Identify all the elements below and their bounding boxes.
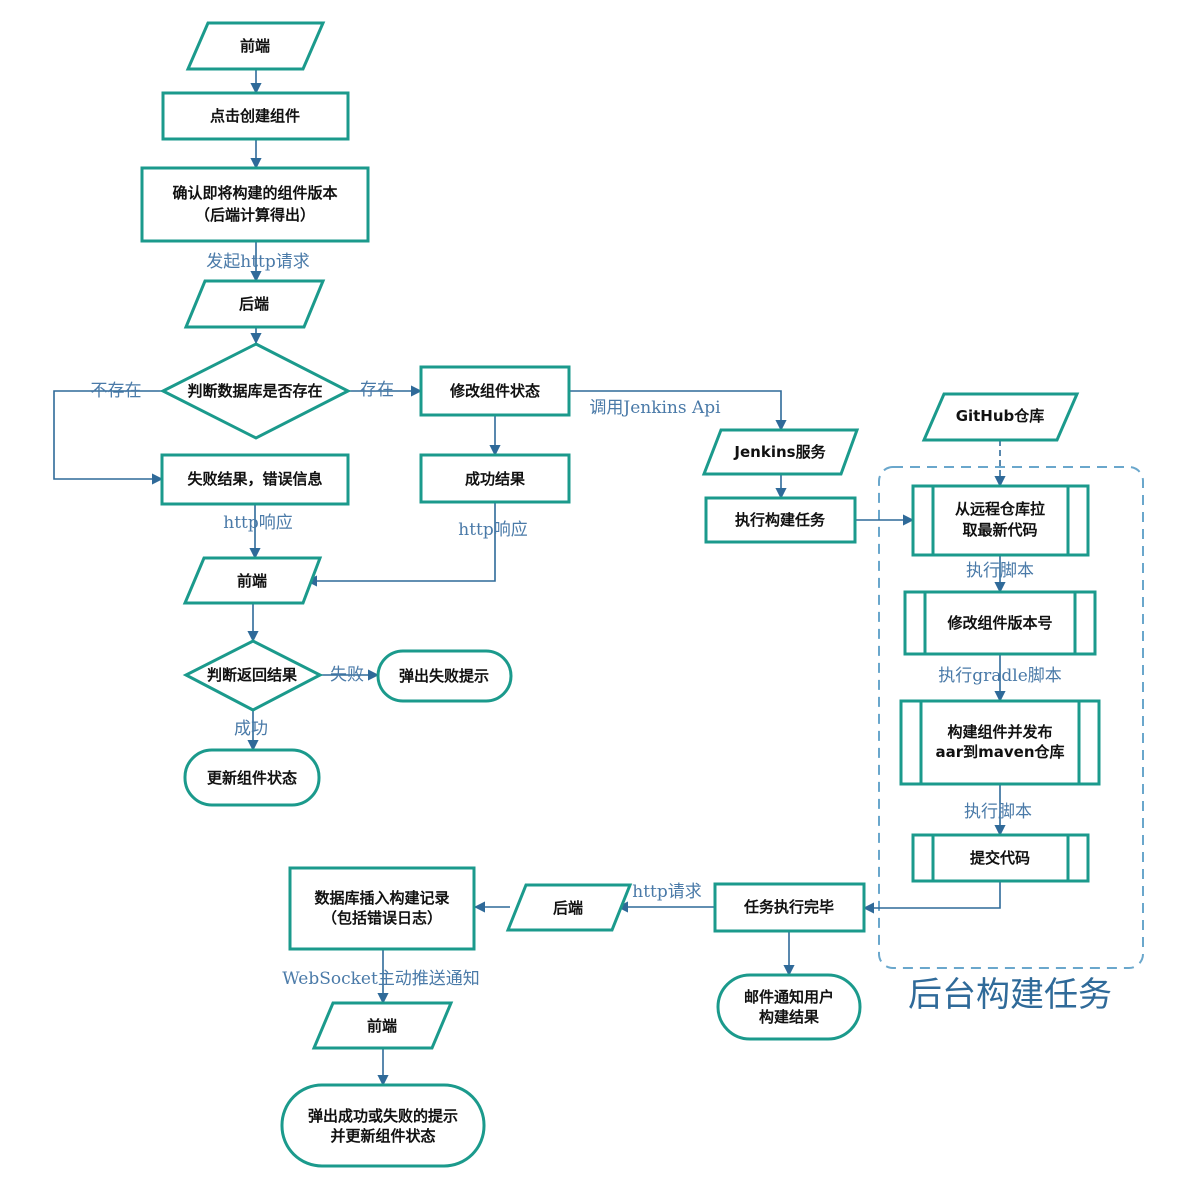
svg-text:邮件通知用户: 邮件通知用户 — [744, 988, 834, 1006]
node-email-notify: 邮件通知用户 构建结果 — [716, 973, 862, 1041]
node-success-result: 成功结果 — [419, 453, 571, 504]
node-exec-build: 执行构建任务 — [704, 496, 857, 544]
node-jenkins-service: Jenkins服务 — [701, 428, 860, 476]
label-success: 成功 — [234, 719, 268, 739]
svg-text:前端: 前端 — [237, 572, 267, 590]
svg-text:更新组件状态: 更新组件状态 — [207, 769, 297, 787]
svg-text:判断返回结果: 判断返回结果 — [207, 666, 298, 684]
node-popup-final: 弹出成功或失败的提示 并更新组件状态 — [280, 1083, 486, 1168]
node-check-result: 判断返回结果 — [182, 639, 324, 712]
node-pull-code: 从远程仓库拉 取最新代码 — [911, 484, 1090, 557]
svg-text:确认即将构建的组件版本: 确认即将构建的组件版本 — [172, 184, 337, 202]
svg-text:取最新代码: 取最新代码 — [962, 521, 1037, 539]
build-task-group — [878, 466, 1144, 969]
svg-text:修改组件状态: 修改组件状态 — [449, 382, 540, 400]
svg-text:弹出失败提示: 弹出失败提示 — [399, 667, 489, 685]
svg-text:点击创建组件: 点击创建组件 — [210, 107, 300, 125]
svg-text:判断数据库是否存在: 判断数据库是否存在 — [187, 382, 322, 400]
svg-text:构建组件并发布: 构建组件并发布 — [947, 723, 1052, 741]
svg-text:失败结果，错误信息: 失败结果，错误信息 — [187, 470, 322, 488]
node-confirm-version: 确认即将构建的组件版本 （后端计算得出） — [140, 166, 370, 243]
label-http-resp-2: http响应 — [458, 520, 528, 540]
svg-text:Jenkins服务: Jenkins服务 — [733, 443, 826, 461]
edges — [53, 69, 1006, 1087]
node-fail-result: 失败结果，错误信息 — [160, 453, 350, 506]
svg-text:任务执行完毕: 任务执行完毕 — [743, 898, 834, 916]
svg-text:后端: 后端 — [553, 899, 583, 917]
svg-text:提交代码: 提交代码 — [970, 849, 1030, 867]
label-send-http: 发起http请求 — [206, 252, 310, 272]
node-popup-fail: 弹出失败提示 — [376, 649, 513, 703]
node-backend-1: 后端 — [183, 279, 326, 329]
label-exist: 存在 — [360, 380, 394, 400]
svg-text:（包括错误日志）: （包括错误日志） — [322, 909, 442, 927]
node-frontend-3: 前端 — [311, 1001, 454, 1050]
node-build-publish: 构建组件并发布 aar到maven仓库 — [899, 699, 1101, 786]
label-http-resp-1: http响应 — [223, 513, 293, 533]
svg-text:弹出成功或失败的提示: 弹出成功或失败的提示 — [308, 1107, 458, 1125]
svg-text:前端: 前端 — [240, 37, 270, 55]
svg-text:修改组件版本号: 修改组件版本号 — [946, 614, 1052, 632]
node-check-db: 判断数据库是否存在 — [159, 342, 352, 440]
svg-text:执行构建任务: 执行构建任务 — [735, 511, 826, 529]
node-click-create: 点击创建组件 — [161, 91, 350, 141]
svg-text:并更新组件状态: 并更新组件状态 — [330, 1127, 435, 1145]
node-backend-2: 后端 — [505, 883, 633, 932]
node-db-insert: 数据库插入构建记录 （包括错误日志） — [288, 866, 476, 951]
label-exec-gradle: 执行gradle脚本 — [938, 666, 1062, 686]
node-modify-status: 修改组件状态 — [419, 365, 571, 417]
svg-text:GitHub仓库: GitHub仓库 — [956, 407, 1045, 425]
svg-text:前端: 前端 — [367, 1017, 397, 1035]
svg-text:aar到maven仓库: aar到maven仓库 — [935, 743, 1064, 761]
label-exec-script-2: 执行脚本 — [964, 802, 1032, 822]
node-commit-code: 提交代码 — [911, 833, 1090, 883]
svg-text:数据库插入构建记录: 数据库插入构建记录 — [314, 889, 449, 907]
group-label: 后台构建任务 — [908, 975, 1112, 1015]
node-frontend-2: 前端 — [182, 556, 323, 605]
svg-text:从远程仓库拉: 从远程仓库拉 — [955, 500, 1045, 518]
svg-text:构建结果: 构建结果 — [759, 1008, 820, 1026]
node-frontend-1: 前端 — [185, 21, 326, 71]
node-update-status: 更新组件状态 — [183, 748, 321, 807]
label-not-exist: 不存在 — [91, 381, 142, 401]
node-github-repo: GitHub仓库 — [921, 392, 1080, 442]
label-fail: 失败 — [330, 665, 364, 685]
svg-text:后端: 后端 — [239, 295, 269, 313]
label-call-jenkins: 调用Jenkins Api — [589, 398, 721, 418]
node-task-done: 任务执行完毕 — [713, 882, 866, 933]
label-websocket: WebSocket主动推送通知 — [282, 969, 480, 989]
svg-text:成功结果: 成功结果 — [465, 470, 526, 488]
node-modify-version: 修改组件版本号 — [903, 590, 1097, 656]
label-http-req: http请求 — [632, 882, 702, 902]
label-exec-script-1: 执行脚本 — [966, 561, 1034, 581]
svg-text:（后端计算得出）: （后端计算得出） — [195, 206, 315, 224]
